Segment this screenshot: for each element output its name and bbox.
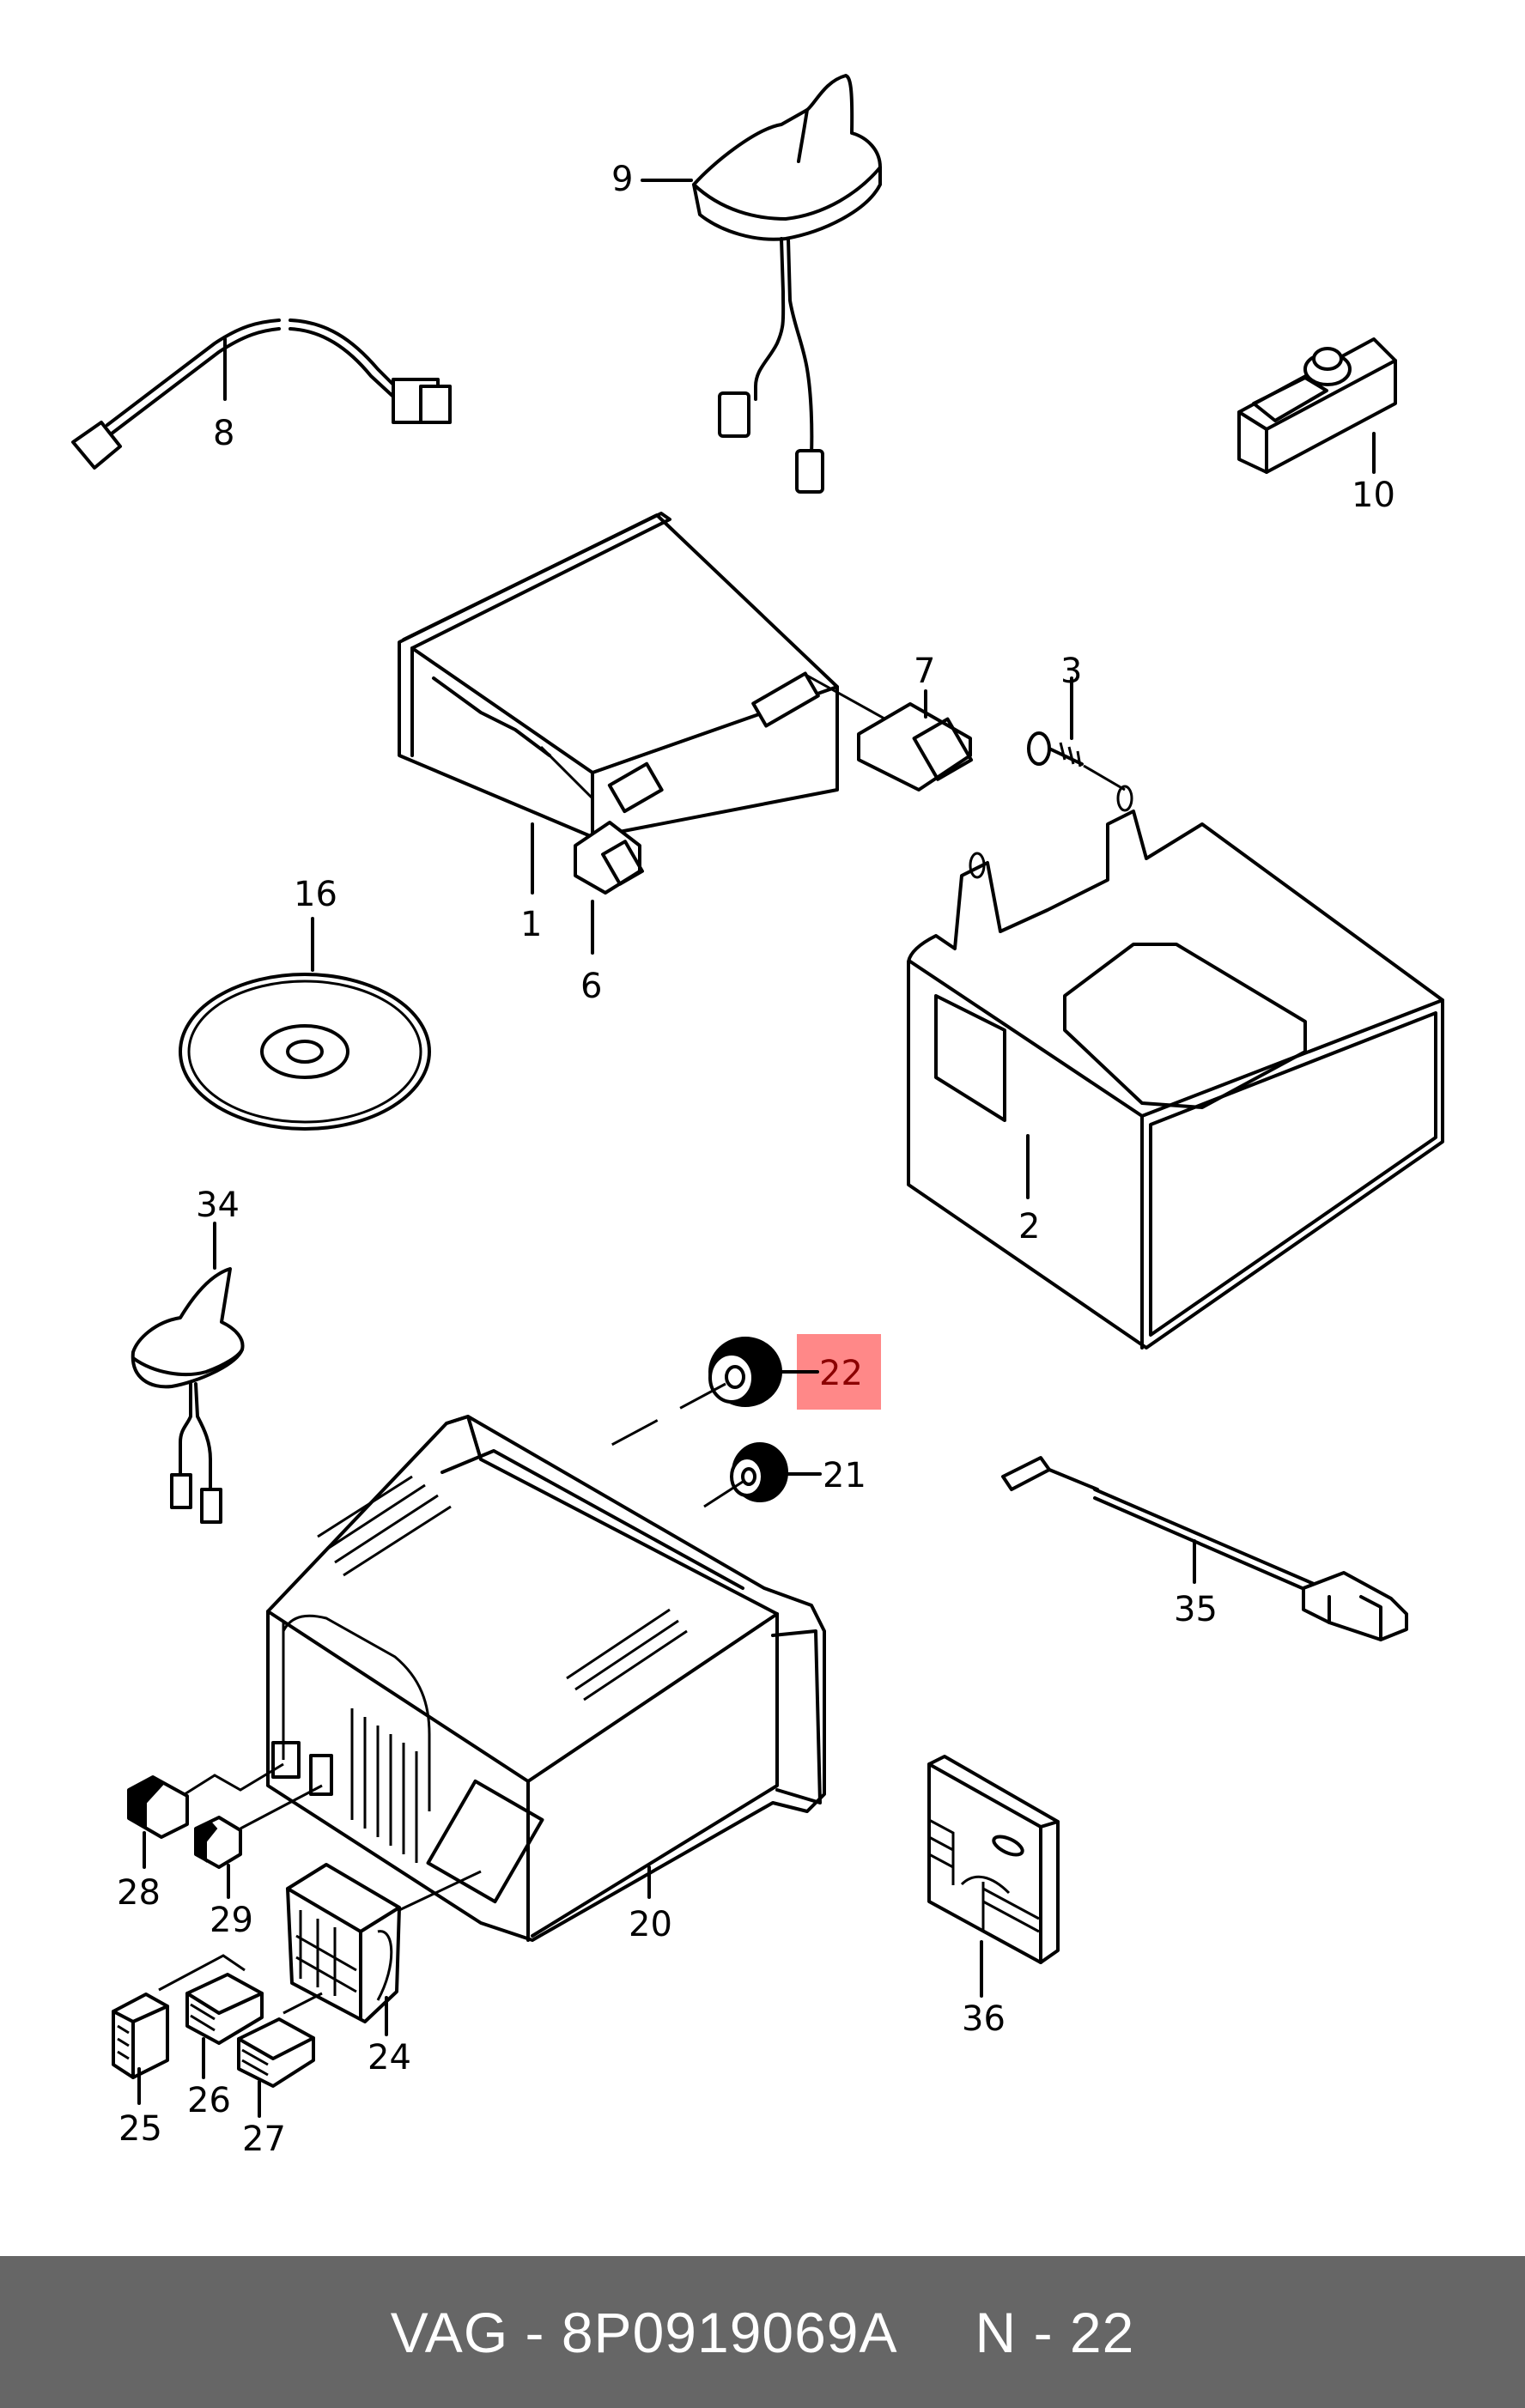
part-1-cd-drive-unit[interactable]: 1 xyxy=(398,512,839,944)
callout-6: 6 xyxy=(580,967,602,1006)
main-connector-port-icon xyxy=(426,1779,544,1904)
position-separator: - xyxy=(1033,2300,1054,2364)
part-25-connector[interactable]: 25 xyxy=(112,1954,246,2149)
antenna-plug-a-icon xyxy=(170,1473,192,1509)
separator: - xyxy=(525,2300,545,2364)
callout-2: 2 xyxy=(1018,1207,1040,1246)
gps-port-icon xyxy=(309,1754,333,1796)
angled-plug-icon xyxy=(1001,1456,1051,1491)
part-28-connector[interactable]: 28 xyxy=(117,1762,284,1913)
callout-3: 3 xyxy=(1060,652,1082,691)
part-21-rotary-knob[interactable]: 21 xyxy=(703,1442,866,1508)
part-36-operating-manual[interactable]: 36 xyxy=(927,1755,1060,2039)
part-number-footer: VAG - 8P0919069A N - 22 xyxy=(0,2256,1525,2408)
callout-10: 10 xyxy=(1352,476,1395,515)
callout-21: 21 xyxy=(823,1456,866,1495)
antenna-connector-a-icon xyxy=(718,391,750,438)
knob-22-axis-line xyxy=(592,1382,726,1457)
fakra-plug-icon xyxy=(1302,1571,1408,1641)
part-34-roof-antenna[interactable]: 34 xyxy=(131,1186,245,1524)
part-27-connector[interactable]: 27 xyxy=(237,1992,323,2159)
part-24-connector-housing[interactable]: 24 xyxy=(286,1863,482,2077)
callout-36: 36 xyxy=(962,1999,1006,2039)
audi-rings-logo-icon xyxy=(992,1835,1024,1857)
callout-25: 25 xyxy=(118,2109,162,2149)
parts-diagram: 9 8 10 1 xyxy=(71,74,1444,2159)
part-16-navigation-disc[interactable]: 16 xyxy=(179,875,431,1131)
callout-26: 26 xyxy=(187,2081,231,2120)
callout-34: 34 xyxy=(196,1186,240,1225)
callout-29: 29 xyxy=(210,1901,253,1940)
brand-label: VAG xyxy=(390,2300,509,2364)
callout-22: 22 xyxy=(819,1354,863,1393)
callout-16: 16 xyxy=(294,875,337,914)
callout-27: 27 xyxy=(242,2120,286,2159)
antenna-plug-b-icon xyxy=(200,1488,222,1524)
part-22-rotary-knob[interactable]: 22 xyxy=(708,1334,881,1410)
callout-9: 9 xyxy=(611,160,633,199)
part-2-mounting-frame[interactable]: 2 xyxy=(907,785,1444,1350)
callout-20: 20 xyxy=(629,1905,672,1944)
vent-grille-top xyxy=(317,1475,688,1701)
callout-7: 7 xyxy=(914,652,935,691)
part-35-adapter-cable[interactable]: 35 xyxy=(1001,1456,1408,1641)
part-7-connector[interactable]: 7 xyxy=(806,652,974,792)
antenna-port-icon xyxy=(271,1741,301,1779)
part-6-connector[interactable]: 6 xyxy=(539,745,644,1006)
callout-24: 24 xyxy=(368,2038,411,2077)
part-3-screw[interactable]: 3 xyxy=(1027,652,1126,792)
part-8-antenna-cable[interactable]: 8 xyxy=(71,318,452,470)
antenna-connector-b-icon xyxy=(795,449,824,494)
angled-plug-icon xyxy=(71,421,122,470)
part-10-control-switch[interactable]: 10 xyxy=(1237,337,1397,515)
part-9-roof-antenna[interactable]: 9 xyxy=(611,74,882,494)
part-26-connector[interactable]: 26 xyxy=(185,1973,264,2120)
part-20-head-unit[interactable]: 20 xyxy=(266,1415,826,1944)
position-number: 22 xyxy=(1069,2300,1135,2364)
callout-8: 8 xyxy=(213,414,234,453)
part-number: 8P0919069A xyxy=(561,2300,898,2364)
part-29-connector[interactable]: 29 xyxy=(194,1784,323,1940)
callout-1: 1 xyxy=(520,905,542,944)
position-prefix: N xyxy=(975,2300,1018,2364)
callout-35: 35 xyxy=(1174,1590,1218,1629)
callout-28: 28 xyxy=(117,1873,161,1913)
